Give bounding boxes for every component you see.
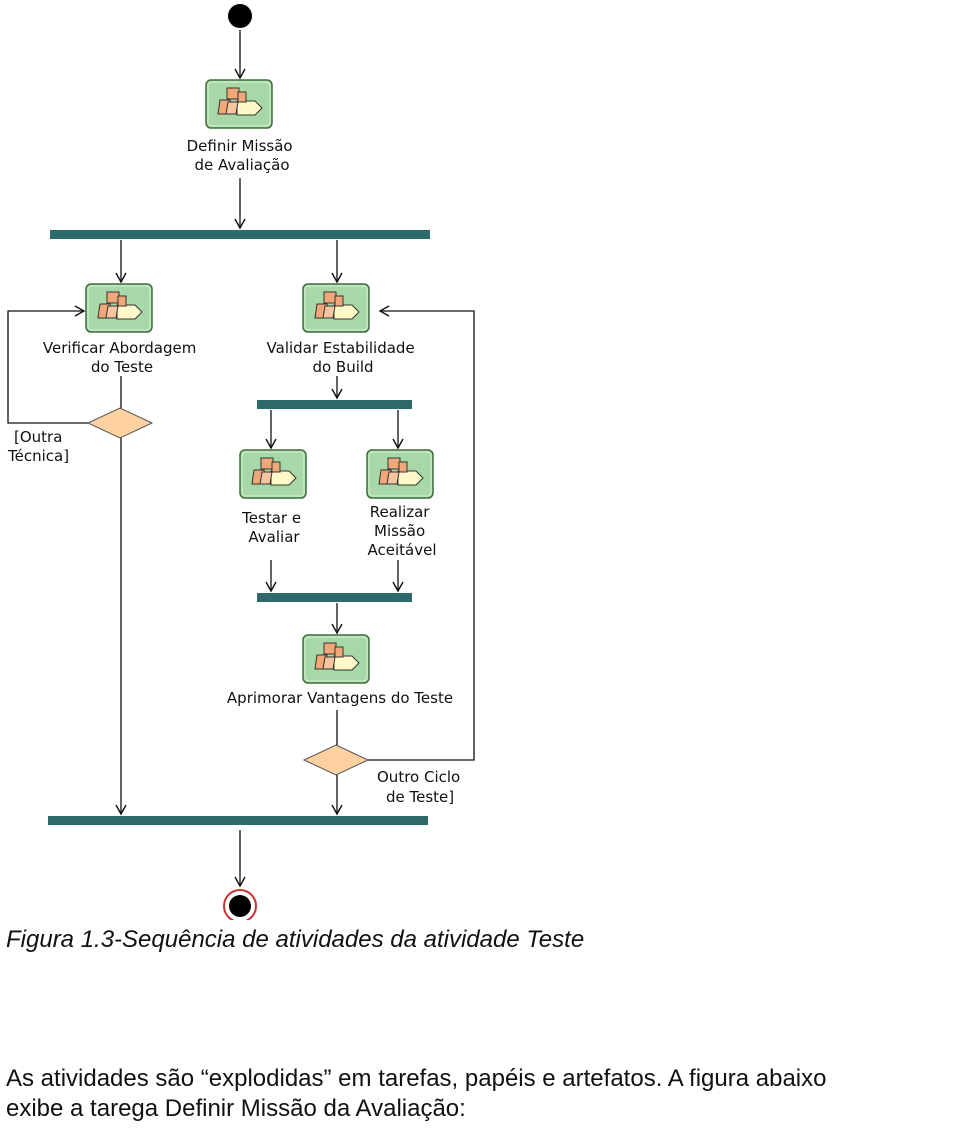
- label-verificar-line2: do Teste: [91, 358, 153, 376]
- guard-outro-ciclo: Outro Ciclo de Teste]: [377, 768, 465, 806]
- label-definir-line2: de Avaliação: [194, 156, 289, 174]
- activity-diagram: Definir Missão de Avaliação Verificar Ab…: [7, 4, 475, 920]
- label-verificar-line1: Verificar Abordagem: [43, 339, 196, 357]
- fork-bar-2: [257, 400, 412, 409]
- activity-definir-icon: [205, 79, 273, 129]
- paragraph-line-1: As atividades são “explodidas” em tarefa…: [6, 1065, 827, 1092]
- activity-validar-icon: [302, 283, 370, 333]
- guard-outra-tecnica-line1: [Outra: [14, 428, 62, 446]
- label-validar-line2: do Build: [312, 358, 373, 376]
- label-aprimorar: Aprimorar Vantagens do Teste: [227, 689, 453, 707]
- end-node: [229, 895, 251, 917]
- label-validar-line1: Validar Estabilidade: [267, 339, 415, 357]
- guard-outra-tecnica-line2: Técnica]: [7, 447, 69, 465]
- label-testar-line1: Testar e: [241, 509, 301, 527]
- paragraph-line-2: exibe a tarega Definir Missão da Avaliaç…: [6, 1095, 466, 1122]
- label-definir: Definir Missão de Avaliação: [187, 137, 298, 174]
- label-validar: Validar Estabilidade do Build: [267, 339, 420, 376]
- figure-caption: Figura 1.3-Sequência de atividades da at…: [6, 926, 585, 953]
- decision-outra-tecnica: [86, 407, 154, 439]
- label-realizar: Realizar Missão Aceitável: [368, 503, 437, 559]
- label-verificar: Verificar Abordagem do Teste: [43, 339, 201, 376]
- label-testar-line2: Avaliar: [248, 528, 300, 546]
- guard-outro-ciclo-line1: Outro Ciclo: [377, 768, 460, 786]
- join-bar-final: [48, 816, 428, 825]
- label-aprimorar-line1: Aprimorar Vantagens do Teste: [227, 689, 453, 707]
- label-definir-line1: Definir Missão: [187, 137, 293, 155]
- guard-outra-tecnica: [Outra Técnica]: [7, 428, 69, 465]
- label-realizar-line1: Realizar: [370, 503, 431, 521]
- join-bar-1: [257, 593, 412, 602]
- activity-testar-icon: [239, 449, 307, 499]
- activity-verificar-icon: [85, 283, 153, 333]
- activity-aprimorar-icon: [302, 634, 370, 684]
- activity-realizar-icon: [366, 449, 434, 499]
- guard-outro-ciclo-line2: de Teste]: [386, 788, 454, 806]
- body-paragraph: As atividades são “explodidas” em tarefa…: [6, 1064, 960, 1124]
- label-realizar-line3: Aceitável: [368, 541, 437, 559]
- decision-outro-ciclo: [302, 744, 370, 776]
- label-testar: Testar e Avaliar: [241, 509, 306, 546]
- label-realizar-line2: Missão: [374, 522, 425, 540]
- start-node: [228, 4, 252, 28]
- fork-bar-1: [50, 230, 430, 239]
